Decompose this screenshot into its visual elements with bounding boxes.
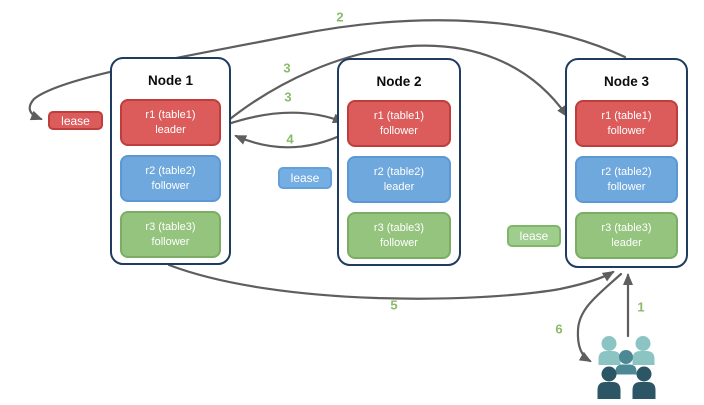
node2-title: Node 2 <box>376 74 422 89</box>
replica-role: follower <box>151 179 190 192</box>
node2-r2-replica: r2 (table2) leader <box>347 156 451 203</box>
node1-r1-replica: r1 (table1) leader <box>120 99 221 146</box>
node3-title: Node 3 <box>603 74 649 89</box>
replica-role: leader <box>611 236 642 249</box>
replica-name: r1 (table1) <box>373 110 425 123</box>
node1-title: Node 1 <box>147 73 193 88</box>
replica-name: r1 (table1) <box>601 110 652 123</box>
node2-r1-replica: r1 (table1) follower <box>347 100 451 147</box>
replica-name: r1 (table1) <box>145 109 196 122</box>
node2-container: Node 2 r1 (table1) follower r2 (table2) … <box>337 58 461 266</box>
step-label-2: 2 <box>336 9 344 25</box>
replica-role: leader <box>383 180 415 193</box>
replica-role: follower <box>607 180 646 193</box>
replica-name: r2 (table2) <box>373 166 425 179</box>
step-label-3b: 3 <box>284 89 292 105</box>
step-label-6: 6 <box>555 321 563 337</box>
node1-container: Node 1 r1 (table1) leader r2 (table2) fo… <box>110 57 231 265</box>
node1-r2-replica: r2 (table2) follower <box>120 155 221 202</box>
node3-container: Node 3 r1 (table1) follower r2 (table2) … <box>565 58 688 268</box>
step-label-5: 5 <box>390 297 398 313</box>
users-front-row <box>597 366 656 399</box>
replica-role: leader <box>155 123 186 136</box>
users-icon <box>597 336 656 399</box>
lease-badge-green: lease <box>507 225 561 247</box>
step-label-4: 4 <box>286 131 294 147</box>
node3-r3-replica: r3 (table3) leader <box>575 212 678 259</box>
arrow-step-3-node1-to-node2 <box>223 111 345 127</box>
replica-role: follower <box>380 236 418 249</box>
replica-role: follower <box>380 124 418 137</box>
users-middle-person <box>615 350 637 375</box>
users-back-row <box>598 336 655 365</box>
lease-badge-blue: lease <box>278 167 332 189</box>
replica-name: r2 (table2) <box>601 166 652 179</box>
node3-r1-replica: r1 (table1) follower <box>575 100 678 147</box>
node3-r2-replica: r2 (table2) follower <box>575 156 678 203</box>
node1-r3-replica: r3 (table3) follower <box>120 211 221 258</box>
lease-badge-red: lease <box>48 111 103 130</box>
replica-name: r2 (table2) <box>145 165 196 178</box>
replica-name: r3 (table3) <box>145 221 196 234</box>
step-label-3a: 3 <box>283 60 291 76</box>
replica-name: r3 (table3) <box>373 222 425 235</box>
replica-role: follower <box>151 235 190 248</box>
arrow-step-5-node1-to-node3 <box>167 263 615 300</box>
replica-name: r3 (table3) <box>601 222 652 235</box>
node2-r3-replica: r3 (table3) follower <box>347 212 451 259</box>
step-label-1: 1 <box>637 299 645 315</box>
replica-role: follower <box>607 124 646 137</box>
